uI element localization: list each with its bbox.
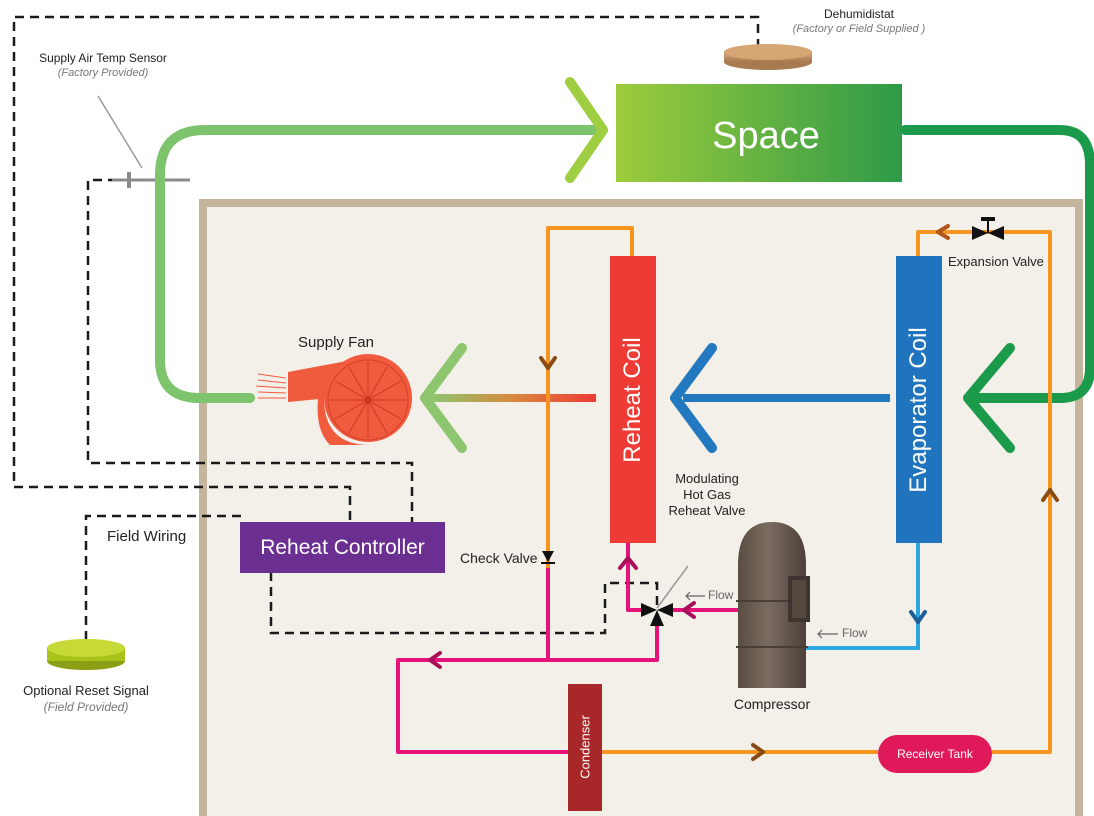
control-wiring bbox=[12, 15, 760, 640]
reheat-controller bbox=[240, 522, 445, 573]
check-valve-label: Check Valve bbox=[460, 550, 538, 566]
check-valve-symbol bbox=[541, 551, 555, 564]
flow-label-1: Flow bbox=[708, 588, 734, 602]
receiver-tank bbox=[878, 735, 992, 773]
condenser bbox=[568, 684, 602, 811]
expansion-valve-label: Expansion Valve bbox=[948, 254, 1044, 269]
space-label: Space bbox=[712, 115, 820, 157]
expansion-valve-symbol bbox=[972, 217, 1004, 240]
reheat-coil bbox=[610, 256, 656, 543]
supply-air-sensor-sublabel: (Factory Provided) bbox=[57, 67, 149, 79]
suction-line bbox=[806, 540, 920, 650]
return-air-loop bbox=[155, 125, 1094, 403]
air-flow-arrows bbox=[420, 77, 1015, 453]
flow-label-2: Flow bbox=[842, 626, 868, 640]
evaporator-coil-label: Evaporator Coil bbox=[905, 327, 932, 493]
compressor bbox=[736, 522, 810, 688]
condenser-label: Condenser bbox=[577, 715, 593, 779]
dehumidistat bbox=[724, 44, 812, 70]
dehumidistat-label: Dehumidistat bbox=[823, 7, 895, 21]
optional-reset-sublabel: (Field Provided) bbox=[43, 700, 129, 714]
reheat-controller-label: Reheat Controller bbox=[260, 535, 425, 559]
compressor-label: Compressor bbox=[733, 696, 811, 712]
modulating-valve-label-2: Hot Gas bbox=[683, 487, 731, 502]
dehumidistat-sublabel: (Factory or Field Supplied ) bbox=[792, 23, 926, 35]
field-wiring-label: Field Wiring bbox=[107, 528, 187, 545]
flow-indicator-arrows bbox=[685, 591, 838, 639]
air-stream-reheat bbox=[430, 394, 596, 402]
modulating-valve-label-1: Modulating bbox=[675, 471, 739, 486]
modulating-valve-label-3: Reheat Valve bbox=[668, 503, 746, 518]
supply-fan bbox=[255, 354, 412, 445]
modulating-valve-symbol bbox=[641, 565, 689, 626]
space-box: Space bbox=[616, 84, 902, 182]
supply-air-sensor-label: Supply Air Temp Sensor bbox=[39, 51, 167, 65]
flow-chevrons bbox=[428, 224, 1059, 761]
supply-fan-label: Supply Fan bbox=[298, 334, 374, 351]
liquid-lines bbox=[546, 226, 1052, 754]
evaporator-coil bbox=[896, 256, 942, 543]
supply-air-temp-sensor bbox=[97, 95, 190, 188]
optional-reset-signal bbox=[47, 639, 125, 670]
receiver-tank-label: Receiver Tank bbox=[897, 747, 973, 761]
optional-reset-label: Optional Reset Signal bbox=[23, 683, 149, 698]
reheat-coil-label: Reheat Coil bbox=[619, 337, 646, 463]
